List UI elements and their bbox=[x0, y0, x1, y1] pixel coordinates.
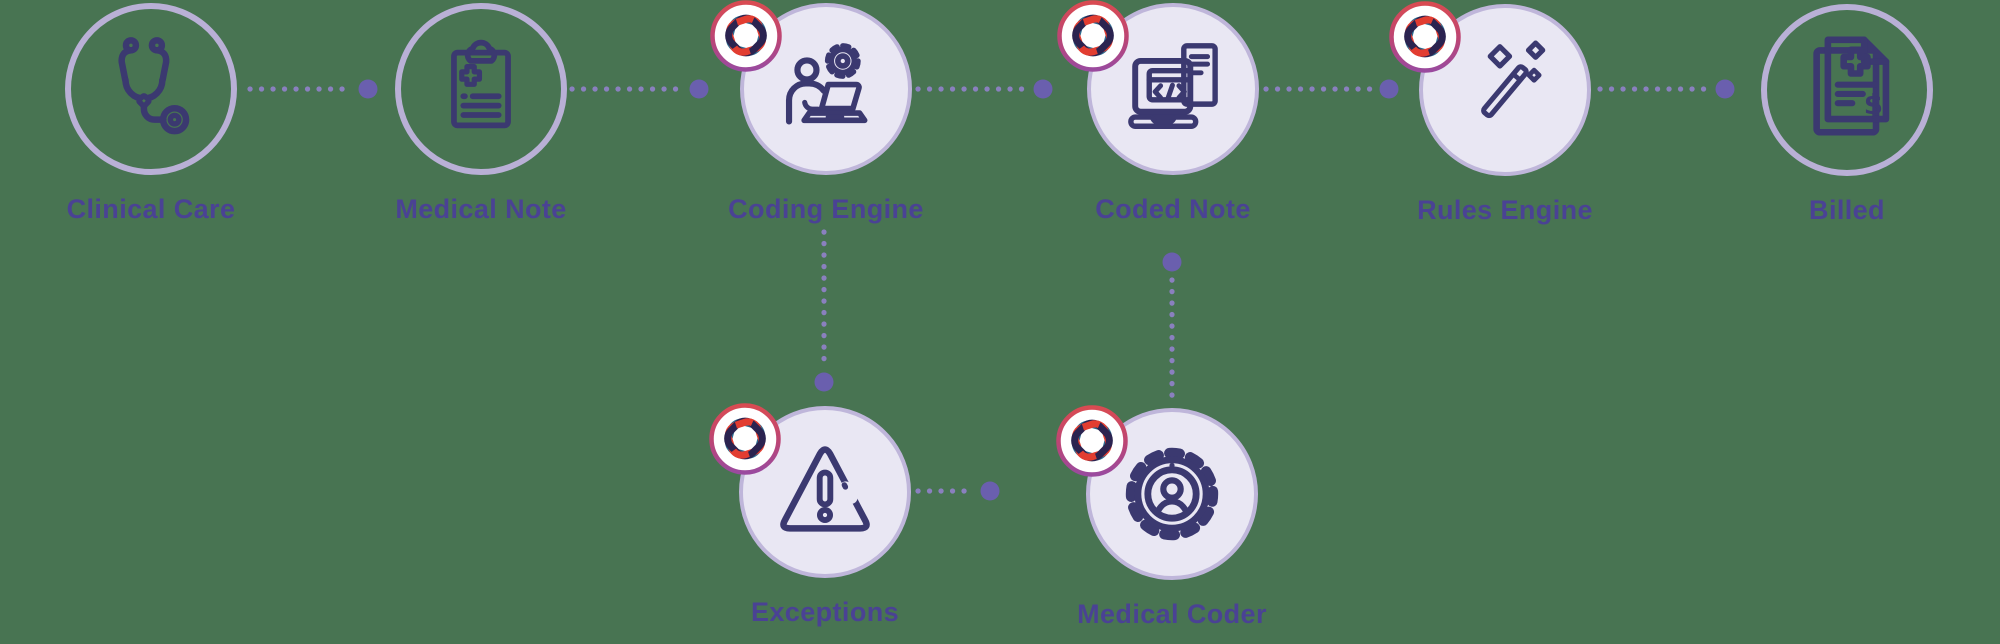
brand-logo-badge bbox=[1389, 1, 1461, 73]
node-rules-engine: Rules Engine bbox=[1389, 1, 1593, 225]
node-label: Medical Note bbox=[395, 194, 567, 224]
exceptions-circle bbox=[739, 406, 911, 578]
person-laptop-gear-icon bbox=[785, 43, 868, 125]
medical-clipboard-icon bbox=[451, 39, 511, 129]
connector-coding-engine-to-coded-note bbox=[915, 79, 1053, 99]
connector-rules-engine-to-billed bbox=[1597, 79, 1735, 99]
brand-logo-badge bbox=[1057, 0, 1129, 72]
medical-note-circle bbox=[395, 3, 567, 175]
connector-coding-engine-to-exceptions bbox=[814, 229, 834, 392]
node-label: Billed bbox=[1809, 195, 1885, 225]
connector-medical-coder-to-coded-note bbox=[1162, 252, 1182, 404]
connector-coded-note-to-rules-engine bbox=[1263, 79, 1399, 99]
node-medical-coder: Medical Coder bbox=[1056, 405, 1266, 629]
brand-logo-badge bbox=[709, 403, 781, 475]
dollar-glyph: $ bbox=[1864, 88, 1883, 121]
node-label: Medical Coder bbox=[1077, 599, 1267, 629]
clinical-care-circle bbox=[65, 3, 237, 175]
connector-medical-note-to-coding-engine bbox=[569, 79, 709, 99]
medical-bill-documents-icon: $ bbox=[1813, 36, 1890, 136]
node-coding-engine: Coding Engine bbox=[710, 0, 923, 224]
warning-triangle-icon bbox=[780, 446, 870, 532]
laptop-code-document-icon bbox=[1128, 43, 1218, 129]
magic-wand-sparkles-icon bbox=[1481, 40, 1546, 119]
medical-coder-circle bbox=[1086, 408, 1258, 580]
node-label: Rules Engine bbox=[1417, 195, 1593, 225]
node-clinical-care: Clinical Care bbox=[65, 3, 237, 224]
node-medical-note: Medical Note bbox=[395, 3, 567, 224]
connector-exceptions-to-medical-coder bbox=[915, 481, 1000, 501]
stethoscope-icon bbox=[118, 37, 190, 135]
gear-person-icon bbox=[1125, 447, 1219, 541]
node-label: Coded Note bbox=[1095, 194, 1251, 224]
node-label: Coding Engine bbox=[728, 194, 924, 224]
billed-circle: $ bbox=[1761, 4, 1933, 176]
node-label: Clinical Care bbox=[66, 194, 236, 224]
node-coded-note: Coded Note bbox=[1057, 0, 1259, 224]
coding-engine-circle bbox=[740, 3, 912, 175]
node-exceptions: Exceptions bbox=[709, 403, 911, 627]
connector-clinical-care-to-medical-note bbox=[247, 79, 378, 99]
node-billed: $ Billed bbox=[1761, 4, 1933, 225]
brand-logo-badge bbox=[710, 0, 782, 72]
brand-logo-badge bbox=[1056, 405, 1128, 477]
node-label: Exceptions bbox=[750, 597, 900, 627]
coded-note-circle bbox=[1087, 3, 1259, 175]
